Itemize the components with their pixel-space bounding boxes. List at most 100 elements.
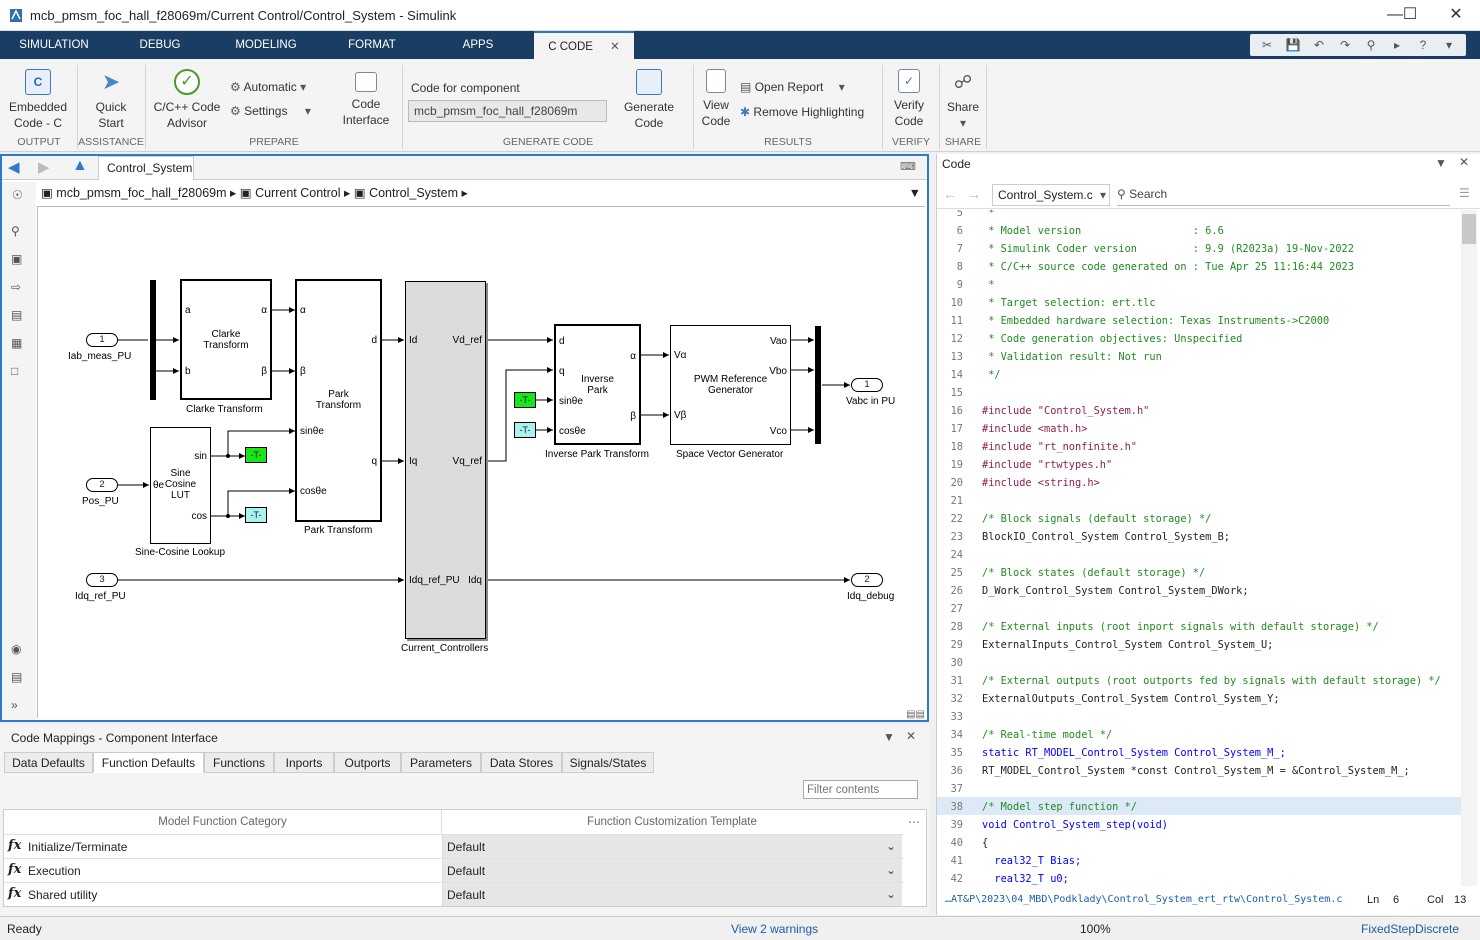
automatic-dropdown[interactable]: ⚙ Automatic ▾ [230,79,330,95]
up-icon[interactable]: ▲ [72,157,88,174]
solver-link[interactable]: FixedStepDiscrete [1361,922,1460,936]
file-selector[interactable]: Control_System.c ▾ [992,184,1110,206]
tab-outports[interactable]: Outports [334,752,401,773]
fit-view-icon[interactable]: ▣ [11,252,23,266]
space-vector-generator-block[interactable]: PWM Reference Generator Vα Vβ Vao Vbo Vc… [670,325,791,445]
forward-icon[interactable]: → [967,186,981,202]
resize-grip-icon[interactable]: ▤▤ [906,709,925,720]
line-number: 16 [950,405,963,417]
open-report-button[interactable]: ▤ Open Report ▾ [740,79,860,95]
annotation-icon[interactable]: ▤ [11,308,23,322]
template-select[interactable]: Default ⌄ [442,859,902,882]
close-tab-icon[interactable]: ✕ [610,41,620,53]
inport-2[interactable]: 2 [86,478,118,492]
help-icon[interactable]: ? [1419,38,1427,52]
tab-modeling[interactable]: MODELING [235,39,297,51]
component-field[interactable]: mcb_pmsm_foc_hall_f28069m [408,100,607,122]
arrow-icon[interactable]: ⇨ [11,280,22,294]
code-advisor-button[interactable]: ✓ C/C++ Code Advisor [150,69,224,131]
template-select[interactable]: Default ⌄ [442,835,902,858]
tab-debug[interactable]: DEBUG [139,39,181,51]
park-transform-block[interactable]: Park Transform α β sinθe cosθe d q [295,279,382,522]
mux-bar[interactable] [815,326,821,444]
area-icon[interactable]: □ [11,364,19,378]
close-icon[interactable]: ✕ [1459,155,1470,169]
verify-code-button[interactable]: ✓ Verify Code [886,69,932,129]
tab-parameters[interactable]: Parameters [401,752,481,773]
table-row[interactable]: fx Execution Default ⌄ [4,858,904,882]
inverse-park-block[interactable]: Inverse Park d q sinθe cosθe α β [554,324,641,445]
image-icon[interactable]: ▦ [11,336,23,350]
from-cos-tag[interactable]: -T- [514,422,536,438]
outport-2[interactable]: 2 [851,573,883,587]
collapse-icon[interactable]: ▾ [1445,38,1453,52]
back-icon[interactable]: ◀ [8,159,20,176]
sine-cosine-block[interactable]: Sine Cosine LUT θe sin cos [150,427,211,544]
keyboard-icon[interactable]: ⌨ [900,161,916,173]
close-icon[interactable]: ✕ [1449,6,1463,23]
remove-highlighting-button[interactable]: ✱ Remove Highlighting [740,104,880,120]
line-number: 23 [950,531,963,543]
breadcrumb-item-current-control[interactable]: Current Control [255,186,341,200]
embedded-code-button[interactable]: C Embedded Code - C [6,69,70,131]
forward-icon[interactable]: ▶ [38,159,50,176]
goto-cos-tag[interactable]: -T- [245,507,267,523]
table-row[interactable]: fx Shared utility Default ⌄ [4,882,904,906]
expand-icon[interactable]: » [11,698,18,712]
zoom-icon[interactable]: ⚲ [11,224,20,238]
from-sin-tag[interactable]: -T- [514,392,536,408]
settings-dropdown[interactable]: ⚙ Settings ▾ [230,103,330,119]
vertical-scrollbar[interactable] [1461,210,1477,886]
view-code-button[interactable]: View Code [698,69,734,129]
share-button[interactable]: ☍ Share ▾ [942,69,984,131]
menu-icon[interactable]: ☰ [1459,186,1470,200]
find-icon[interactable]: ⚲ [1366,38,1376,52]
table-row[interactable]: fx Initialize/Terminate Default ⌄ [4,834,904,858]
shortcut-icon[interactable]: ▸ [1393,38,1401,52]
view-warnings-link[interactable]: View 2 warnings [731,922,819,936]
cut-icon[interactable]: ✂ [1261,38,1273,52]
inport-1[interactable]: 1 [86,333,118,347]
tab-control-system[interactable]: Control_System [98,156,194,180]
tab-data-stores[interactable]: Data Stores [481,752,562,773]
breadcrumb-item-model[interactable]: mcb_pmsm_foc_hall_f28069m [56,186,227,200]
tab-data-defaults[interactable]: Data Defaults [4,752,93,773]
minimize-icon[interactable]: — [1387,6,1403,23]
demux-bar[interactable] [150,280,156,400]
tab-inports[interactable]: Inports [274,752,334,773]
quick-start-button[interactable]: ➤ Quick Start [84,69,138,131]
maximize-icon[interactable]: ☐ [1402,6,1418,23]
panel-menu-icon[interactable]: ▼ [883,730,895,744]
code-search[interactable]: ⚲ Search [1117,184,1450,206]
tab-signals-states[interactable]: Signals/States [562,752,654,773]
tab-c-code[interactable]: C CODE ✕ [534,31,634,59]
explorer-bar-icon[interactable]: ▤ [11,670,23,684]
clarke-transform-block[interactable]: Clarke Transform a b α β [180,279,272,400]
back-icon[interactable]: ← [943,186,957,202]
tab-function-defaults[interactable]: Function Defaults [93,752,204,773]
tab-apps[interactable]: APPS [462,39,494,51]
template-select[interactable]: Default ⌄ [442,883,902,906]
camera-icon[interactable]: ◉ [11,642,22,656]
hide-show-icon[interactable]: ☉ [12,188,23,202]
more-columns-icon[interactable]: ⋯ [908,815,920,829]
tab-simulation[interactable]: SIMULATION [19,39,89,51]
inport-3[interactable]: 3 [86,573,118,587]
generate-code-button[interactable]: Generate Code [620,69,678,131]
breadcrumb-item-control-system[interactable]: Control_System [369,186,459,200]
filter-input[interactable] [803,780,918,799]
scrollbar-thumb[interactable] [1462,214,1476,244]
undo-icon[interactable]: ↶ [1313,38,1325,52]
code-interface-button[interactable]: Code Interface [334,69,398,128]
close-icon[interactable]: ✕ [906,729,917,743]
breadcrumb-dropdown-icon[interactable]: ▼ [908,186,921,200]
save-icon[interactable]: 💾 [1285,38,1301,52]
outport-1[interactable]: 1 [851,378,883,392]
tab-format[interactable]: FORMAT [348,39,396,51]
redo-icon[interactable]: ↷ [1339,38,1351,52]
goto-sin-tag[interactable]: -T- [245,447,267,463]
current-controllers-block[interactable]: Id Iq Idq_ref_PU Vd_ref Vq_ref Idq [405,281,486,639]
tab-functions[interactable]: Functions [204,752,274,773]
panel-menu-icon[interactable]: ▼ [1435,156,1447,170]
